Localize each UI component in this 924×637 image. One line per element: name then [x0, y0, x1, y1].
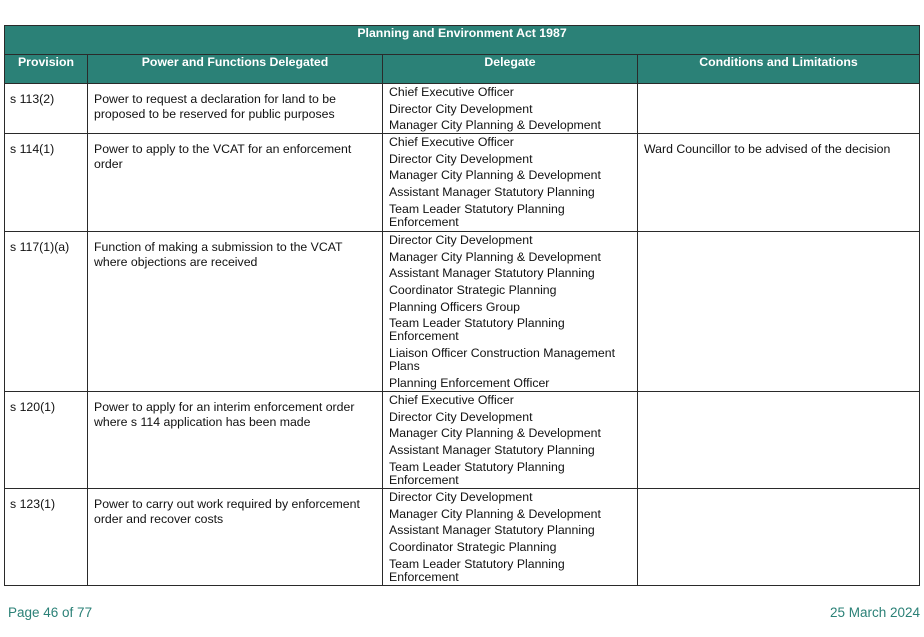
delegate-item: Assistant Manager Statutory Planning [389, 523, 595, 538]
delegate-cell: Director City Development Manager City P… [382, 488, 638, 586]
header-powers: Power and Functions Delegated [87, 54, 383, 84]
header-delegate: Delegate [382, 54, 638, 84]
conditions-cell [636, 488, 921, 586]
provision-cell: s 120(1) [4, 391, 88, 489]
delegate-item: Assistant Manager Statutory Planning [389, 443, 595, 458]
table-row: s 117(1)(a) Function of making a submiss… [4, 231, 921, 392]
power-cell: Power to carry out work required by enfo… [87, 488, 383, 586]
delegate-item: Director City Development [389, 151, 533, 166]
delegate-cell: Chief Executive Officer Director City De… [382, 83, 638, 134]
provision-cell: s 117(1)(a) [4, 231, 88, 392]
power-cell: Power to apply to the VCAT for an enforc… [87, 133, 383, 232]
power-cell: Function of making a submission to the V… [87, 231, 383, 392]
table-row: s 123(1) Power to carry out work require… [4, 488, 921, 586]
conditions-cell [636, 83, 921, 134]
delegate-cell: Chief Executive Officer Director City De… [382, 133, 638, 232]
power-cell: Power to request a declaration for land … [87, 83, 383, 134]
delegate-item: Manager City Planning & Development [389, 506, 601, 521]
delegate-item: Manager City Planning & Development [389, 249, 601, 264]
table-title: Planning and Environment Act 1987 [3, 25, 921, 55]
delegate-item: Planning Enforcement Officer [389, 375, 550, 390]
provision-cell: s 123(1) [4, 488, 88, 586]
delegate-item: Coordinator Strategic Planning [389, 283, 557, 298]
document-date: 25 March 2024 [829, 605, 920, 620]
table-row: s 113(2) Power to request a declaration … [4, 83, 921, 134]
delegate-cell: Director City Development Manager City P… [382, 231, 638, 392]
delegation-table: Planning and Environment Act 1987 Provis… [3, 25, 921, 586]
power-cell: Power to apply for an interim enforcemen… [87, 391, 383, 489]
table-row: s 120(1) Power to apply for an interim e… [4, 391, 921, 489]
delegate-item: Chief Executive Officer [389, 393, 514, 407]
conditions-cell [636, 231, 921, 392]
table-title-row: Planning and Environment Act 1987 [3, 25, 921, 55]
header-conditions: Conditions and Limitations [636, 54, 921, 84]
delegate-item: Planning Officers Group [389, 299, 521, 314]
delegate-item: Team Leader Statutory Planning Enforceme… [389, 459, 565, 487]
delegate-item: Director City Development [389, 490, 533, 504]
delegate-item: Team Leader Statutory Planning Enforceme… [389, 201, 565, 229]
delegate-item: Chief Executive Officer [389, 135, 514, 149]
delegate-item: Manager City Planning & Development [389, 168, 601, 183]
delegate-item: Assistant Manager Statutory Planning [389, 266, 595, 281]
delegate-item: Liaison Officer Construction Management … [389, 346, 616, 374]
table-row: s 114(1) Power to apply to the VCAT for … [4, 133, 921, 232]
header-provision: Provision [4, 54, 88, 84]
delegate-item: Coordinator Strategic Planning [389, 540, 557, 555]
page-number: Page 46 of 77 [8, 605, 93, 620]
delegate-item: Manager City Planning & Development [389, 118, 601, 133]
conditions-cell [636, 391, 921, 489]
delegate-item: Assistant Manager Statutory Planning [389, 185, 595, 200]
delegate-item: Director City Development [389, 101, 533, 116]
delegate-item: Team Leader Statutory Planning Enforceme… [389, 316, 565, 344]
provision-cell: s 113(2) [4, 83, 88, 134]
delegate-item: Director City Development [389, 409, 533, 424]
provision-cell: s 114(1) [4, 133, 88, 232]
conditions-cell: Ward Councillor to be advised of the dec… [636, 133, 921, 232]
table-header-row: Provision Power and Functions Delegated … [4, 54, 921, 84]
delegate-item: Team Leader Statutory Planning Enforceme… [389, 556, 565, 584]
delegate-item: Manager City Planning & Development [389, 426, 601, 441]
delegate-item: Director City Development [389, 233, 533, 247]
delegate-cell: Chief Executive Officer Director City De… [382, 391, 638, 489]
delegate-item: Chief Executive Officer [389, 85, 514, 99]
